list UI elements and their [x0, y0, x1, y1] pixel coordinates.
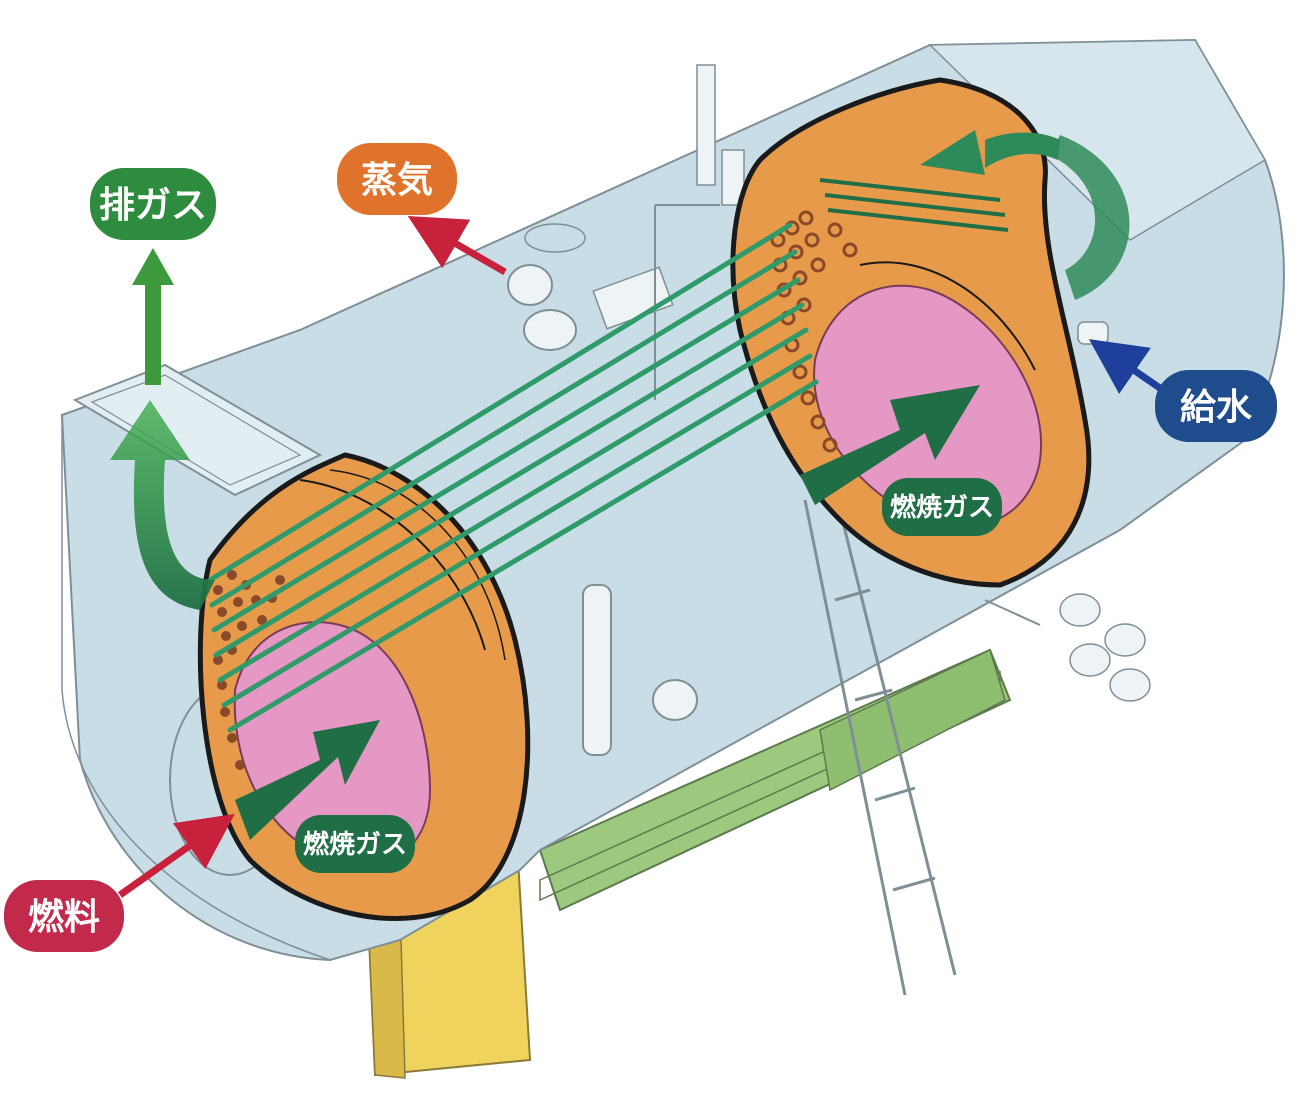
fuel-badge: 燃料: [4, 880, 124, 952]
combustion-gas-label-front: 燃焼ガス: [303, 830, 407, 860]
steam-badge: 蒸気: [337, 143, 457, 215]
rear-tube-ends: [819, 178, 1009, 232]
steam-arrow: [407, 216, 507, 276]
exhaust-gas-label: 排ガス: [99, 185, 207, 226]
feed-water-badge: 給水: [1155, 370, 1277, 442]
smoke-tubes: [207, 222, 819, 733]
combustion-gas-label-rear: 燃焼ガス: [890, 493, 994, 523]
exhaust-flow-arrow: [110, 248, 215, 610]
fuel-label: 燃料: [28, 897, 100, 938]
reversal-flow-arrow-rear: [920, 130, 1130, 300]
base-frame: [538, 648, 1012, 912]
fuel-arrow: [117, 813, 235, 898]
ladder: [803, 489, 957, 996]
feed-water-label: 給水: [1180, 387, 1253, 428]
steam-label: 蒸気: [361, 160, 433, 201]
combustion-flow-arrow-rear: [800, 385, 980, 505]
combustion-gas-badge-rear: 燃焼ガス: [882, 478, 1002, 536]
combustion-gas-badge-front: 燃焼ガス: [295, 815, 415, 873]
combustion-flow-arrow-front: [235, 720, 380, 840]
exhaust-gas-badge: 排ガス: [90, 168, 216, 240]
